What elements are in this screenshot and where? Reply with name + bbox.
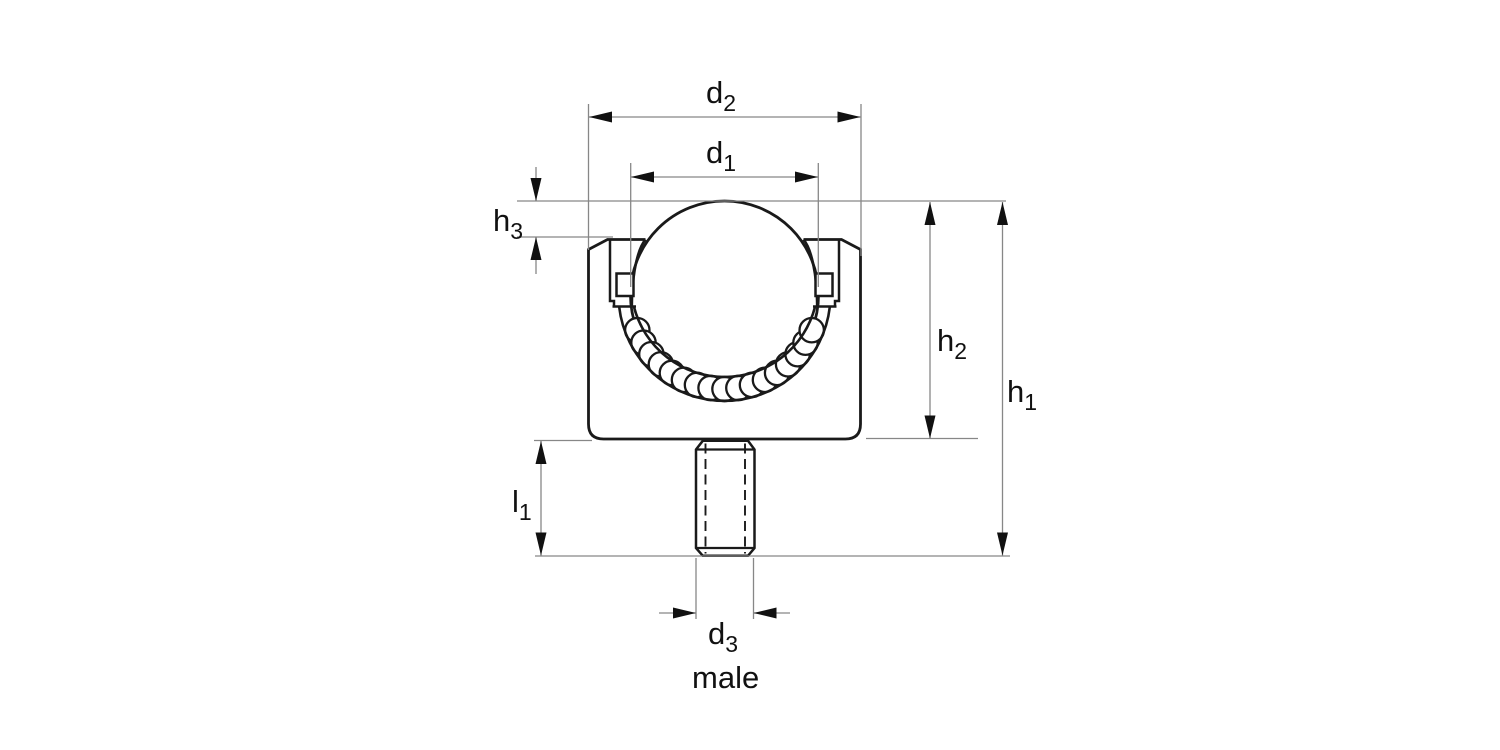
label-h1: h1 <box>1007 374 1037 415</box>
thread-dashed-lines <box>704 443 746 554</box>
arrowhead <box>997 202 1008 225</box>
arrowhead <box>631 171 654 183</box>
arrowhead <box>837 111 861 123</box>
arrowhead <box>535 441 547 464</box>
retaining-clip-right <box>814 272 834 298</box>
label-d2: d2 <box>706 75 736 116</box>
raceway-cup <box>617 306 832 403</box>
caption-male: male <box>692 660 759 695</box>
dimension-d2: d2 <box>589 75 861 123</box>
dimension-h2: h2 <box>924 202 967 439</box>
dimension-l1: l1 <box>512 441 547 556</box>
dimension-d1: d1 <box>631 135 818 183</box>
housing-inner-steps <box>608 240 841 308</box>
label-h3: h3 <box>493 203 523 244</box>
label-d3: d3 <box>708 616 738 657</box>
arrowhead <box>924 202 936 225</box>
label-l1: l1 <box>512 484 532 525</box>
raceway-inner-arc <box>632 306 817 379</box>
raceway-outer-arc <box>617 306 832 403</box>
arrowhead <box>924 415 936 439</box>
dimension-h3: h3 <box>493 167 542 274</box>
arrowhead <box>997 532 1008 556</box>
arrowhead <box>530 237 542 260</box>
arrowhead <box>530 178 542 201</box>
arrowhead <box>753 607 777 619</box>
arrowhead <box>795 171 818 183</box>
dimension-h1: h1 <box>997 202 1037 556</box>
retaining-clip-left <box>615 272 635 298</box>
threaded-stud <box>694 439 756 558</box>
housing-bore-edges <box>630 238 819 307</box>
dimension-d3: d3 <box>659 607 790 657</box>
extension-lines <box>517 104 1010 619</box>
label-h2: h2 <box>937 323 967 364</box>
housing-body <box>587 238 862 441</box>
arrowhead <box>589 111 612 123</box>
arrowhead <box>535 532 547 556</box>
label-d1: d1 <box>706 135 736 176</box>
arrowhead <box>673 607 696 619</box>
